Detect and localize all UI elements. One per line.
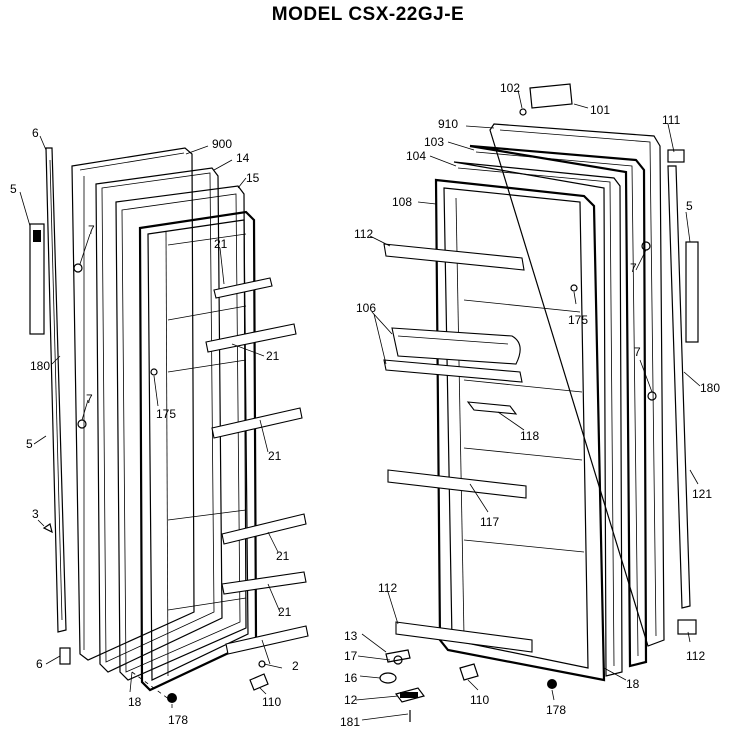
callout-102: 102 [500,81,520,95]
hinge-cap-111 [667,149,685,163]
callout-6a: 6 [32,126,39,140]
roller-178-left [167,693,177,703]
screw-102 [519,108,527,116]
leader-lines [19,89,701,721]
shelf-bar-112-top [383,243,525,271]
callout-15: 15 [246,171,260,185]
screw-175-right [570,284,578,292]
handle-bracket-5-right [685,241,699,343]
callout-110a: 110 [262,695,281,709]
callout-13: 13 [344,629,358,643]
callout-180b: 180 [700,381,720,395]
shelf-bar-21a [213,277,273,299]
callout-labels: 6 5 7 180 7 5 3 6 900 14 15 21 21 21 21 … [10,81,720,729]
shelf-bar-21d [221,513,307,545]
left-door-assembly [71,147,309,701]
callout-14: 14 [236,151,250,165]
washer-17 [393,655,403,665]
shelf-bar-21e [221,571,307,595]
dairy-bin-106 [383,327,523,383]
shelf-bar-21b [205,323,297,353]
roller-178-right [547,679,557,689]
screw-7c [641,241,651,251]
callout-900: 900 [212,137,232,151]
callout-7b: 7 [86,392,93,406]
screw-175-left [150,368,158,376]
callout-178b: 178 [546,703,566,717]
callout-175a: 175 [156,407,176,421]
hinge-110-left [249,673,269,691]
callout-18b: 18 [626,677,640,691]
gasket-14 [95,167,223,673]
callout-178a: 178 [168,713,188,727]
hinge-12 [394,687,426,703]
door-panel-900 [71,147,195,661]
callout-181: 181 [340,715,360,729]
callout-121: 121 [692,487,712,501]
callout-104: 104 [406,149,426,163]
callout-108: 108 [392,195,412,209]
callout-21a: 21 [214,237,228,251]
callout-175b: 175 [568,313,588,327]
trim-strip-180-left [45,147,67,633]
cam-16 [379,672,397,684]
callout-103: 103 [424,135,444,149]
callout-118: 118 [520,429,539,443]
callout-17: 17 [344,649,358,663]
screw-7b [77,419,87,429]
callout-7d: 7 [634,345,641,359]
callout-21b: 21 [266,349,280,363]
callout-106: 106 [356,301,376,315]
part-3 [42,523,53,534]
cover-101 [529,83,573,109]
bracket-112-right [677,619,697,635]
callout-112c: 112 [686,649,705,663]
callout-180a: 180 [30,359,50,373]
callout-18a: 18 [128,695,142,709]
shelf-bar-112-bottom [395,621,533,653]
model-title: MODEL CSX-22GJ-E [271,4,465,25]
callout-111: 111 [662,113,681,127]
callout-7c: 7 [630,261,637,275]
left-hardware [29,147,269,703]
door-panel-910 [489,123,665,647]
butter-tray-118 [466,401,518,415]
callout-5a: 5 [10,182,17,196]
screw-7a [73,263,83,273]
callout-112a: 112 [354,227,373,241]
shelf-bar-21f [225,625,309,655]
callout-21c: 21 [268,449,282,463]
callout-101: 101 [590,103,610,117]
breaker-strip-15 [115,185,247,681]
callout-117: 117 [480,515,499,529]
callout-12: 12 [344,693,358,707]
trim-strip-180-right [667,165,691,609]
callout-21e: 21 [278,605,292,619]
callout-6b: 6 [36,657,43,671]
callout-16: 16 [344,671,358,685]
cap-6 [59,647,71,665]
screw-7d [647,391,657,401]
callout-7a: 7 [88,223,95,237]
hinge-110-right [459,663,479,681]
callout-5c: 5 [686,199,693,213]
callout-112b: 112 [378,581,397,595]
shelf-bar-21c [211,407,303,439]
callout-21d: 21 [276,549,290,563]
shelf-bar-117 [387,469,527,499]
gasket-103 [469,144,648,668]
callout-110b: 110 [470,693,489,707]
handle-bracket-5 [29,223,45,335]
callout-910: 910 [438,117,458,131]
callout-3: 3 [32,507,39,521]
breaker-strip-104 [453,161,623,677]
callout-2: 2 [292,659,299,673]
callout-5b: 5 [26,437,33,451]
right-door-assembly [383,123,665,682]
